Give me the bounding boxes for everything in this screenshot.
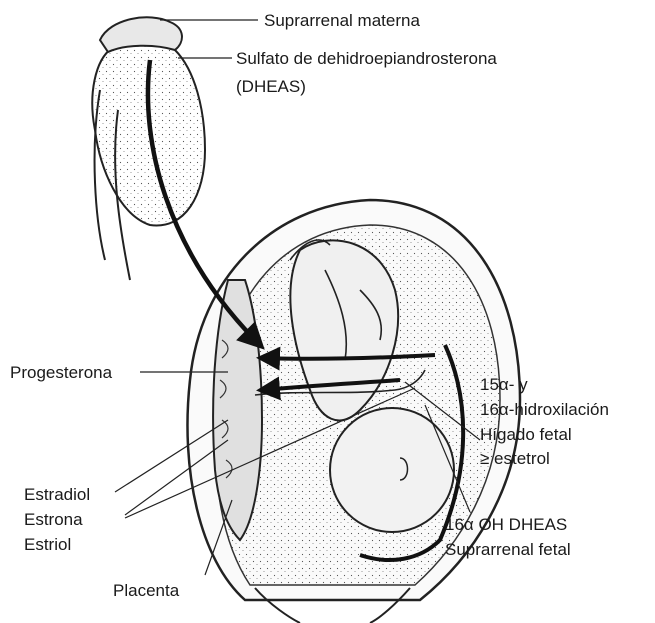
label-higado-fetal: Hígado fetal xyxy=(480,425,572,444)
label-progesterona: Progesterona xyxy=(10,363,113,382)
label-suprarrenal-fetal: Suprarrenal fetal xyxy=(445,540,571,559)
label-estrona: Estrona xyxy=(24,510,83,529)
label-oh-dheas: 16α OH DHEAS xyxy=(445,515,567,534)
label-estradiol: Estradiol xyxy=(24,485,90,504)
label-estriol: Estriol xyxy=(24,535,71,554)
label-estetrol: ≥ estetrol xyxy=(480,449,550,468)
label-placenta: Placenta xyxy=(113,581,180,600)
fetus-head xyxy=(330,408,454,532)
label-suprarrenal-materna: Suprarrenal materna xyxy=(264,11,420,30)
maternal-adrenal-kidney xyxy=(92,17,205,280)
label-hidroxilacion-1: 15α- y xyxy=(480,375,528,394)
label-dheas: (DHEAS) xyxy=(236,77,306,96)
label-sulfato: Sulfato de dehidroepiandrosterona xyxy=(236,49,497,68)
label-hidroxilacion-2: 16α-hidroxilación xyxy=(480,400,609,419)
